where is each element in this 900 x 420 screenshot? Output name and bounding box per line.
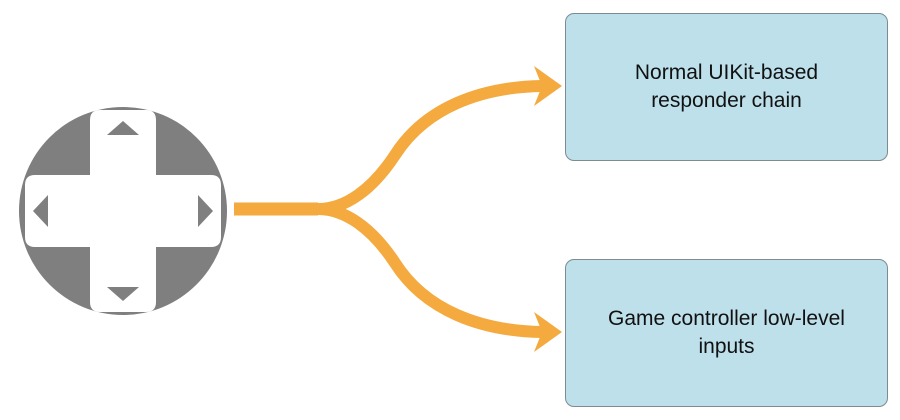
dpad-left-arrow-icon bbox=[33, 195, 48, 227]
game-controller-inputs-label: Game controller low-level inputs bbox=[608, 307, 845, 358]
dpad-up-arrow-icon bbox=[107, 121, 139, 135]
game-controller-inputs-box: Game controller low-level inputs bbox=[565, 259, 888, 407]
dpad-controller-icon bbox=[19, 107, 227, 315]
arrowhead-top-icon bbox=[534, 66, 562, 106]
dpad-right-arrow-icon bbox=[198, 195, 213, 227]
arrow-branch-bottom bbox=[317, 203, 543, 338]
arrow-branch-top bbox=[317, 80, 543, 215]
fork-arrow bbox=[234, 66, 562, 352]
dpad-down-arrow-icon bbox=[107, 287, 139, 301]
uikit-responder-chain-box: Normal UIKit-based responder chain bbox=[565, 13, 888, 161]
uikit-responder-chain-label: Normal UIKit-based responder chain bbox=[634, 61, 819, 112]
arrowhead-bottom-icon bbox=[534, 312, 562, 352]
dpad-cross bbox=[25, 110, 221, 312]
